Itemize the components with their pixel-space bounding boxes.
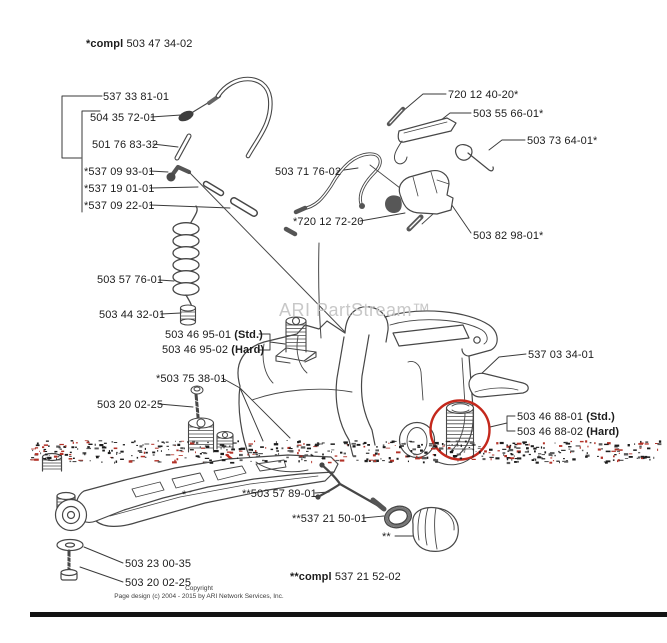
label-number: * (182, 489, 187, 501)
label-number: 503 47 34-02 (126, 38, 193, 50)
label-number: 537 21 52-02 (334, 571, 401, 583)
part-label-720-12-72-20[interactable]: *720 12 72-20 (293, 216, 363, 229)
noise-band (30, 440, 662, 465)
label-number: 503 55 66-01* (473, 108, 544, 120)
double-asterisk-marker: ** (382, 531, 391, 544)
label-number: 503 82 98-01* (473, 230, 544, 242)
tank-damper-right-drawing (445, 401, 475, 456)
copyright-notice: Copyright Page design (c) 2004 - 2015 by… (104, 585, 294, 600)
part-label-537-33-81-01[interactable]: 537 33 81-01 (103, 91, 169, 104)
label-number: 503 57 76-01 (97, 274, 164, 286)
part-label-503-20-02-25-bottom[interactable]: 503 20 02-25 (125, 577, 191, 590)
handle-inlay-drawing (468, 372, 529, 398)
part-label-503-73-64-01[interactable]: 503 73 64-01* (527, 135, 597, 148)
label-number: 720 12 40-20* (448, 89, 519, 101)
label-prefix: *compl (86, 38, 127, 50)
compl-note-bottom[interactable]: **compl 537 21 52-02 (290, 571, 401, 584)
footer-divider-bar (30, 612, 667, 617)
label-suffix: (Std.) (583, 411, 615, 423)
part-label-537-09-93-01[interactable]: *537 09 93-01 (84, 166, 154, 179)
label-number: *537 19 01-01 (84, 183, 155, 195)
asterisk-marker: * (182, 489, 186, 502)
tank-bottom-edges (255, 457, 472, 473)
fuel-hose-spring-drawing (172, 205, 200, 311)
label-prefix: **compl (290, 571, 335, 583)
label-number: 503 46 88-02 (517, 426, 584, 438)
label-number: *537 09 93-01 (84, 166, 155, 178)
part-label-503-46-88-02[interactable]: 503 46 88-02 (Hard) (517, 426, 619, 439)
tank-damper-mid-drawing (187, 417, 234, 453)
part-label-537-03-34-01[interactable]: 537 03 34-01 (528, 349, 594, 362)
throttle-parts-drawing (293, 106, 494, 232)
label-number: 537 03 34-01 (528, 349, 595, 361)
ari-partstream-watermark: ARI PartStream™ (279, 300, 431, 320)
part-label-503-71-76-02[interactable]: 503 71 76-02 (275, 166, 341, 179)
label-number: 501 76 83-32 (92, 139, 159, 151)
part-label-503-46-88-01[interactable]: 503 46 88-01 (Std.) (517, 411, 615, 424)
part-label-503-20-02-25-mid[interactable]: 503 20 02-25 (97, 399, 163, 412)
part-label-720-12-40-20[interactable]: 720 12 40-20* (448, 89, 518, 102)
part-label-503-23-00-35[interactable]: 503 23 00-35 (125, 558, 191, 571)
label-bracket-lines (61, 95, 103, 213)
label-number: 503 71 76-02 (275, 166, 342, 178)
label-number: 503 23 00-35 (125, 558, 192, 570)
compl-note-top[interactable]: *compl 503 47 34-02 (86, 38, 192, 51)
label-suffix: (Hard) (583, 426, 620, 438)
part-label-503-75-38-01[interactable]: *503 75 38-01 (156, 373, 226, 386)
grommet-drawing (179, 304, 197, 326)
part-label-537-09-22-01[interactable]: *537 09 22-01 (84, 200, 154, 213)
part-label-503-46-95-01[interactable]: 503 46 95-01 (Std.) (165, 329, 263, 342)
handle-bracket-drawing (41, 452, 339, 581)
tank-damper-upper-drawing (275, 316, 317, 364)
fuel-tank-drawing (237, 306, 498, 460)
label-suffix: (Std.) (231, 329, 263, 341)
leader-lines (79, 93, 527, 583)
part-label-504-35-72-01[interactable]: 504 35 72-01 (90, 112, 156, 125)
part-label-503-46-95-02[interactable]: 503 46 95-02 (Hard) (162, 344, 264, 357)
copyright-line2: Page design (c) 2004 - 2015 by ARI Netwo… (114, 592, 284, 600)
label-number: 503 46 88-01 (517, 411, 584, 423)
label-number: 503 73 64-01* (527, 135, 598, 147)
label-number: 503 46 95-01 (165, 329, 232, 341)
label-number: 503 46 95-02 (162, 344, 229, 356)
label-number: *720 12 72-20 (293, 216, 364, 228)
label-number: 503 44 32-01 (99, 309, 166, 321)
label-number: *503 75 38-01 (156, 373, 227, 385)
purge-hose-drawing (315, 462, 387, 512)
part-label-503-57-76-01[interactable]: 503 57 76-01 (97, 274, 163, 287)
part-label-501-76-83-32[interactable]: 501 76 83-32 (92, 139, 158, 152)
part-label-503-44-32-01[interactable]: 503 44 32-01 (99, 309, 165, 322)
label-number: **537 21 50-01 (292, 513, 367, 525)
part-label-503-82-98-01[interactable]: 503 82 98-01* (473, 230, 543, 243)
label-number: 503 20 02-25 (125, 577, 192, 589)
fuel-cap-drawing (384, 505, 459, 552)
label-number: ** (382, 531, 391, 543)
part-label-537-19-01-01[interactable]: *537 19 01-01 (84, 183, 154, 196)
label-number: 537 33 81-01 (103, 91, 170, 103)
label-number: *537 09 22-01 (84, 200, 155, 212)
label-number: 503 20 02-25 (97, 399, 164, 411)
label-suffix: (Hard) (228, 344, 265, 356)
part-label-537-21-50-01[interactable]: **537 21 50-01 (292, 513, 367, 526)
part-label-503-57-89-01[interactable]: **503 57 89-01 (242, 488, 317, 501)
label-number: **503 57 89-01 (242, 488, 317, 500)
copyright-line1: Copyright (185, 585, 213, 592)
fuel-line-assembly-drawing (166, 76, 346, 339)
label-number: 504 35 72-01 (90, 112, 157, 124)
part-label-503-55-66-01[interactable]: 503 55 66-01* (473, 108, 543, 121)
